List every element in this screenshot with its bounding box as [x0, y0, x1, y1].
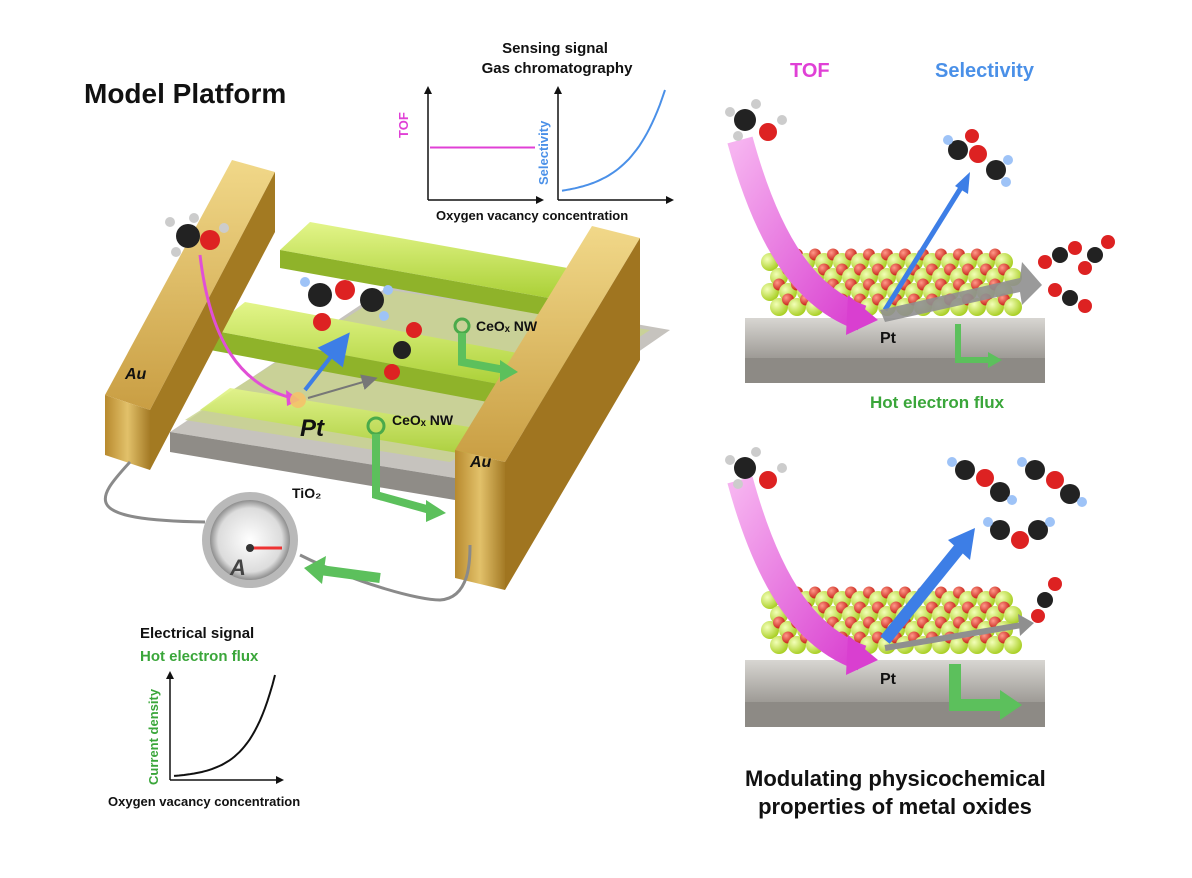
- top-chart-ylabel-selectivity: Selectivity: [536, 120, 551, 185]
- au-label-right: Au: [470, 454, 492, 471]
- product-molecules-right-bottom: [947, 457, 1087, 549]
- co-molecules-right-top: [1038, 235, 1115, 313]
- right-bottom-panel: [725, 447, 1087, 727]
- top-chart-right: [554, 86, 674, 204]
- pt-label-right-top: Pt: [880, 330, 896, 347]
- active-site: [290, 392, 306, 408]
- ceo-nanowire-3: [200, 388, 500, 455]
- ceria-atom: [1004, 298, 1022, 316]
- tio2-label: TiO₂: [292, 485, 322, 501]
- ceo-nw-label-1: CeOₓ NW: [476, 318, 538, 334]
- ceo-nanowire-1: [280, 222, 590, 318]
- hot-electron-label: Hot electron flux: [870, 393, 1005, 412]
- product-molecule: [300, 277, 393, 331]
- pt-label: Pt: [300, 415, 324, 442]
- wire-left: [103, 460, 206, 524]
- caption-line-2: properties of metal oxides: [758, 794, 1032, 819]
- ceo-nw-label-2: CeOₓ NW: [392, 412, 454, 428]
- methanol-molecule-right-bottom: [725, 447, 787, 489]
- selectivity-arrow-bottom: [880, 541, 967, 644]
- selectivity-label: Selectivity: [935, 60, 1034, 82]
- methanol-molecule-right-top: [725, 99, 787, 141]
- hot-electron-arrow-top: [955, 324, 990, 363]
- bottom-chart-ylabel: Current density: [146, 688, 161, 785]
- co-arrow: [307, 374, 378, 399]
- hot-electron-arrow-1: [453, 317, 518, 382]
- hot-electron-arrow-bottom: [949, 664, 1005, 711]
- tof-arrow-bottom: [727, 476, 867, 671]
- page-title: Model Platform: [84, 78, 287, 109]
- co-arrow-top: [880, 262, 1042, 322]
- top-chart-ylabel-tof: TOF: [396, 112, 411, 138]
- right-top-panel: [725, 99, 1115, 383]
- product-molecule-right-top: [943, 129, 1013, 187]
- ceria-atom: [1004, 636, 1022, 654]
- tof-label: TOF: [790, 60, 830, 82]
- methanol-molecule: [165, 213, 229, 257]
- selectivity-arrow: [303, 332, 350, 392]
- top-chart-left: [424, 86, 544, 204]
- selectivity-arrow-top: [882, 184, 965, 312]
- caption-line-1: Modulating physicochemical: [745, 766, 1046, 791]
- bottom-chart-heading-2: Hot electron flux: [140, 648, 259, 665]
- bottom-chart-xlabel: Oxygen vacancy concentration: [108, 794, 301, 809]
- bottom-chart: [166, 671, 284, 784]
- co-molecule-right-bottom: [1031, 577, 1062, 623]
- co-molecule: [384, 322, 422, 380]
- au-label-left: Au: [125, 366, 147, 383]
- ammeter-icon: [202, 492, 298, 588]
- device-illustration: [103, 160, 670, 602]
- current-density-series-line: [173, 674, 276, 777]
- hot-electron-arrow-2: [366, 416, 446, 522]
- co-arrow-bottom: [884, 622, 1023, 651]
- ammeter-label: A: [230, 555, 246, 580]
- ceria-atom: [1004, 606, 1022, 624]
- reactant-path-arrow: [198, 254, 293, 400]
- selectivity-series-line: [561, 89, 666, 192]
- current-arrow: [319, 565, 381, 583]
- au-electrode-right: [455, 226, 640, 590]
- bottom-chart-heading-1: Electrical signal: [140, 625, 255, 642]
- tof-arrow-top: [727, 136, 867, 331]
- top-chart-heading-1: Sensing signal: [502, 40, 608, 57]
- au-electrode-left: [105, 160, 275, 470]
- pt-label-right-bottom: Pt: [880, 671, 896, 688]
- top-chart-xlabel: Oxygen vacancy concentration: [436, 208, 629, 223]
- top-chart-heading-2: Gas chromatography: [481, 60, 633, 77]
